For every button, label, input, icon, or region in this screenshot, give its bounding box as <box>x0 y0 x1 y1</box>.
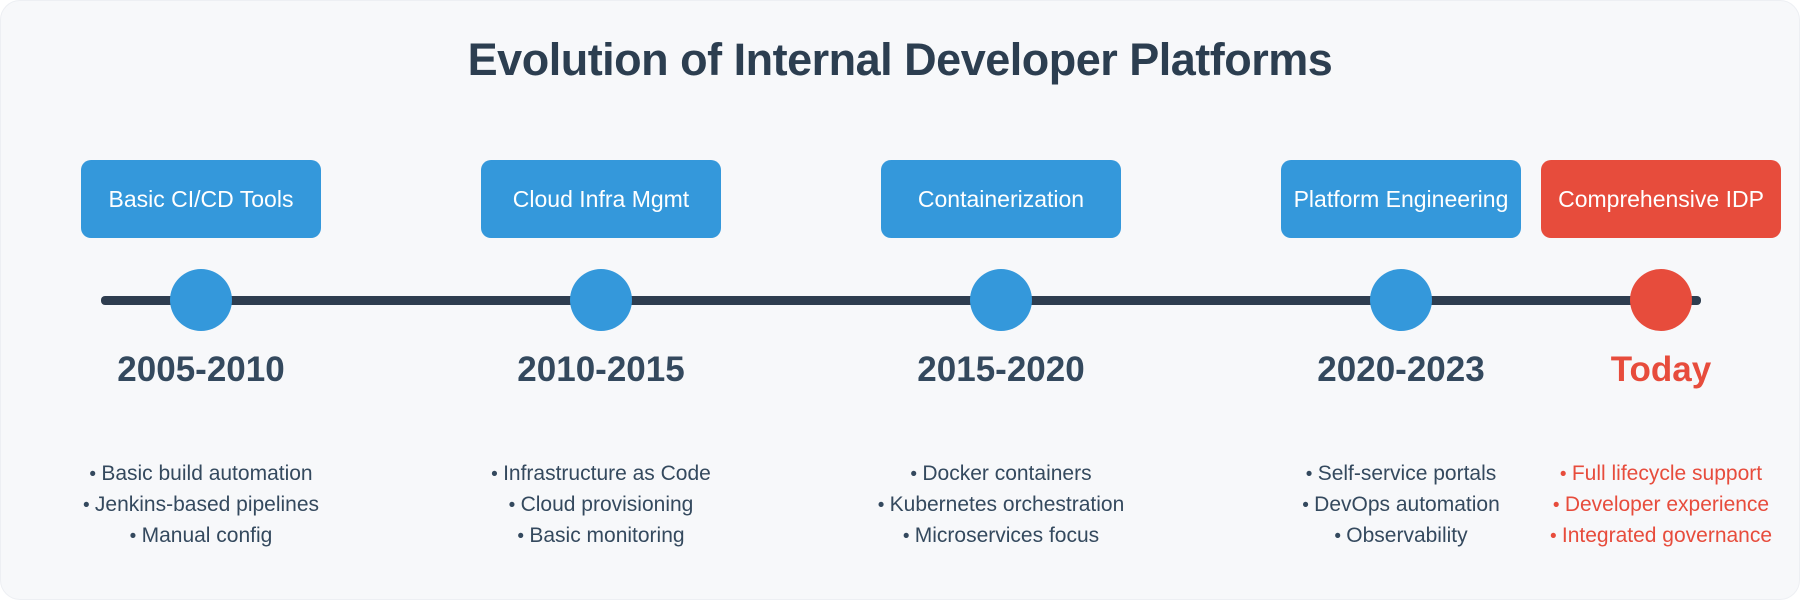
timeline-line <box>101 296 1701 305</box>
stage-period: Today <box>1610 350 1712 389</box>
stage-bullet-list: Infrastructure as Code Cloud provisionin… <box>401 459 801 552</box>
timeline-node-dot <box>170 269 232 331</box>
stage-bullet-list: Self-service portals DevOps automation O… <box>1201 459 1601 552</box>
bullet-item: Integrated governance <box>1521 521 1800 552</box>
stage-bullet-list: Full lifecycle support Developer experie… <box>1521 459 1800 552</box>
bullet-item: Self-service portals <box>1201 459 1601 490</box>
stage-label-box: Basic CI/CD Tools <box>81 160 321 238</box>
bullet-item: Infrastructure as Code <box>401 459 801 490</box>
bullet-item: Jenkins-based pipelines <box>1 490 401 521</box>
stage-label-box: Platform Engineering <box>1281 160 1521 238</box>
bullet-item: Observability <box>1201 521 1601 552</box>
bullet-item: Basic monitoring <box>401 521 801 552</box>
bullet-item: Kubernetes orchestration <box>801 490 1201 521</box>
timeline-stage-cloud-infra: Cloud Infra Mgmt 2010-2015 Infrastructur… <box>401 1 801 599</box>
bullet-item: DevOps automation <box>1201 490 1601 521</box>
timeline-node-dot <box>1630 269 1692 331</box>
timeline-stage-basic-cicd: Basic CI/CD Tools 2005-2010 Basic build … <box>1 1 401 599</box>
timeline-node-dot <box>970 269 1032 331</box>
bullet-item: Developer experience <box>1521 490 1800 521</box>
bullet-item: Docker containers <box>801 459 1201 490</box>
bullet-item: Basic build automation <box>1 459 401 490</box>
stage-period: 2020-2023 <box>1317 350 1485 389</box>
page-title: Evolution of Internal Developer Platform… <box>467 34 1333 85</box>
stage-bullet-list: Basic build automation Jenkins-based pip… <box>1 459 401 552</box>
bullet-item: Cloud provisioning <box>401 490 801 521</box>
timeline-node-dot <box>570 269 632 331</box>
timeline-stage-platform-engineering: Platform Engineering 2020-2023 Self-serv… <box>1201 1 1601 599</box>
stage-label-box: Comprehensive IDP <box>1541 160 1781 238</box>
stage-period: 2010-2015 <box>517 350 685 389</box>
stage-period: 2015-2020 <box>917 350 1085 389</box>
timeline-stage-comprehensive-idp: Comprehensive IDP Today Full lifecycle s… <box>1521 1 1800 599</box>
timeline-node-dot <box>1370 269 1432 331</box>
stage-bullet-list: Docker containers Kubernetes orchestrati… <box>801 459 1201 552</box>
bullet-item: Microservices focus <box>801 521 1201 552</box>
stage-period: 2005-2010 <box>117 350 285 389</box>
bullet-item: Full lifecycle support <box>1521 459 1800 490</box>
timeline-stage-containerization: Containerization 2015-2020 Docker contai… <box>801 1 1201 599</box>
stage-label-box: Cloud Infra Mgmt <box>481 160 721 238</box>
stage-label-box: Containerization <box>881 160 1121 238</box>
bullet-item: Manual config <box>1 521 401 552</box>
